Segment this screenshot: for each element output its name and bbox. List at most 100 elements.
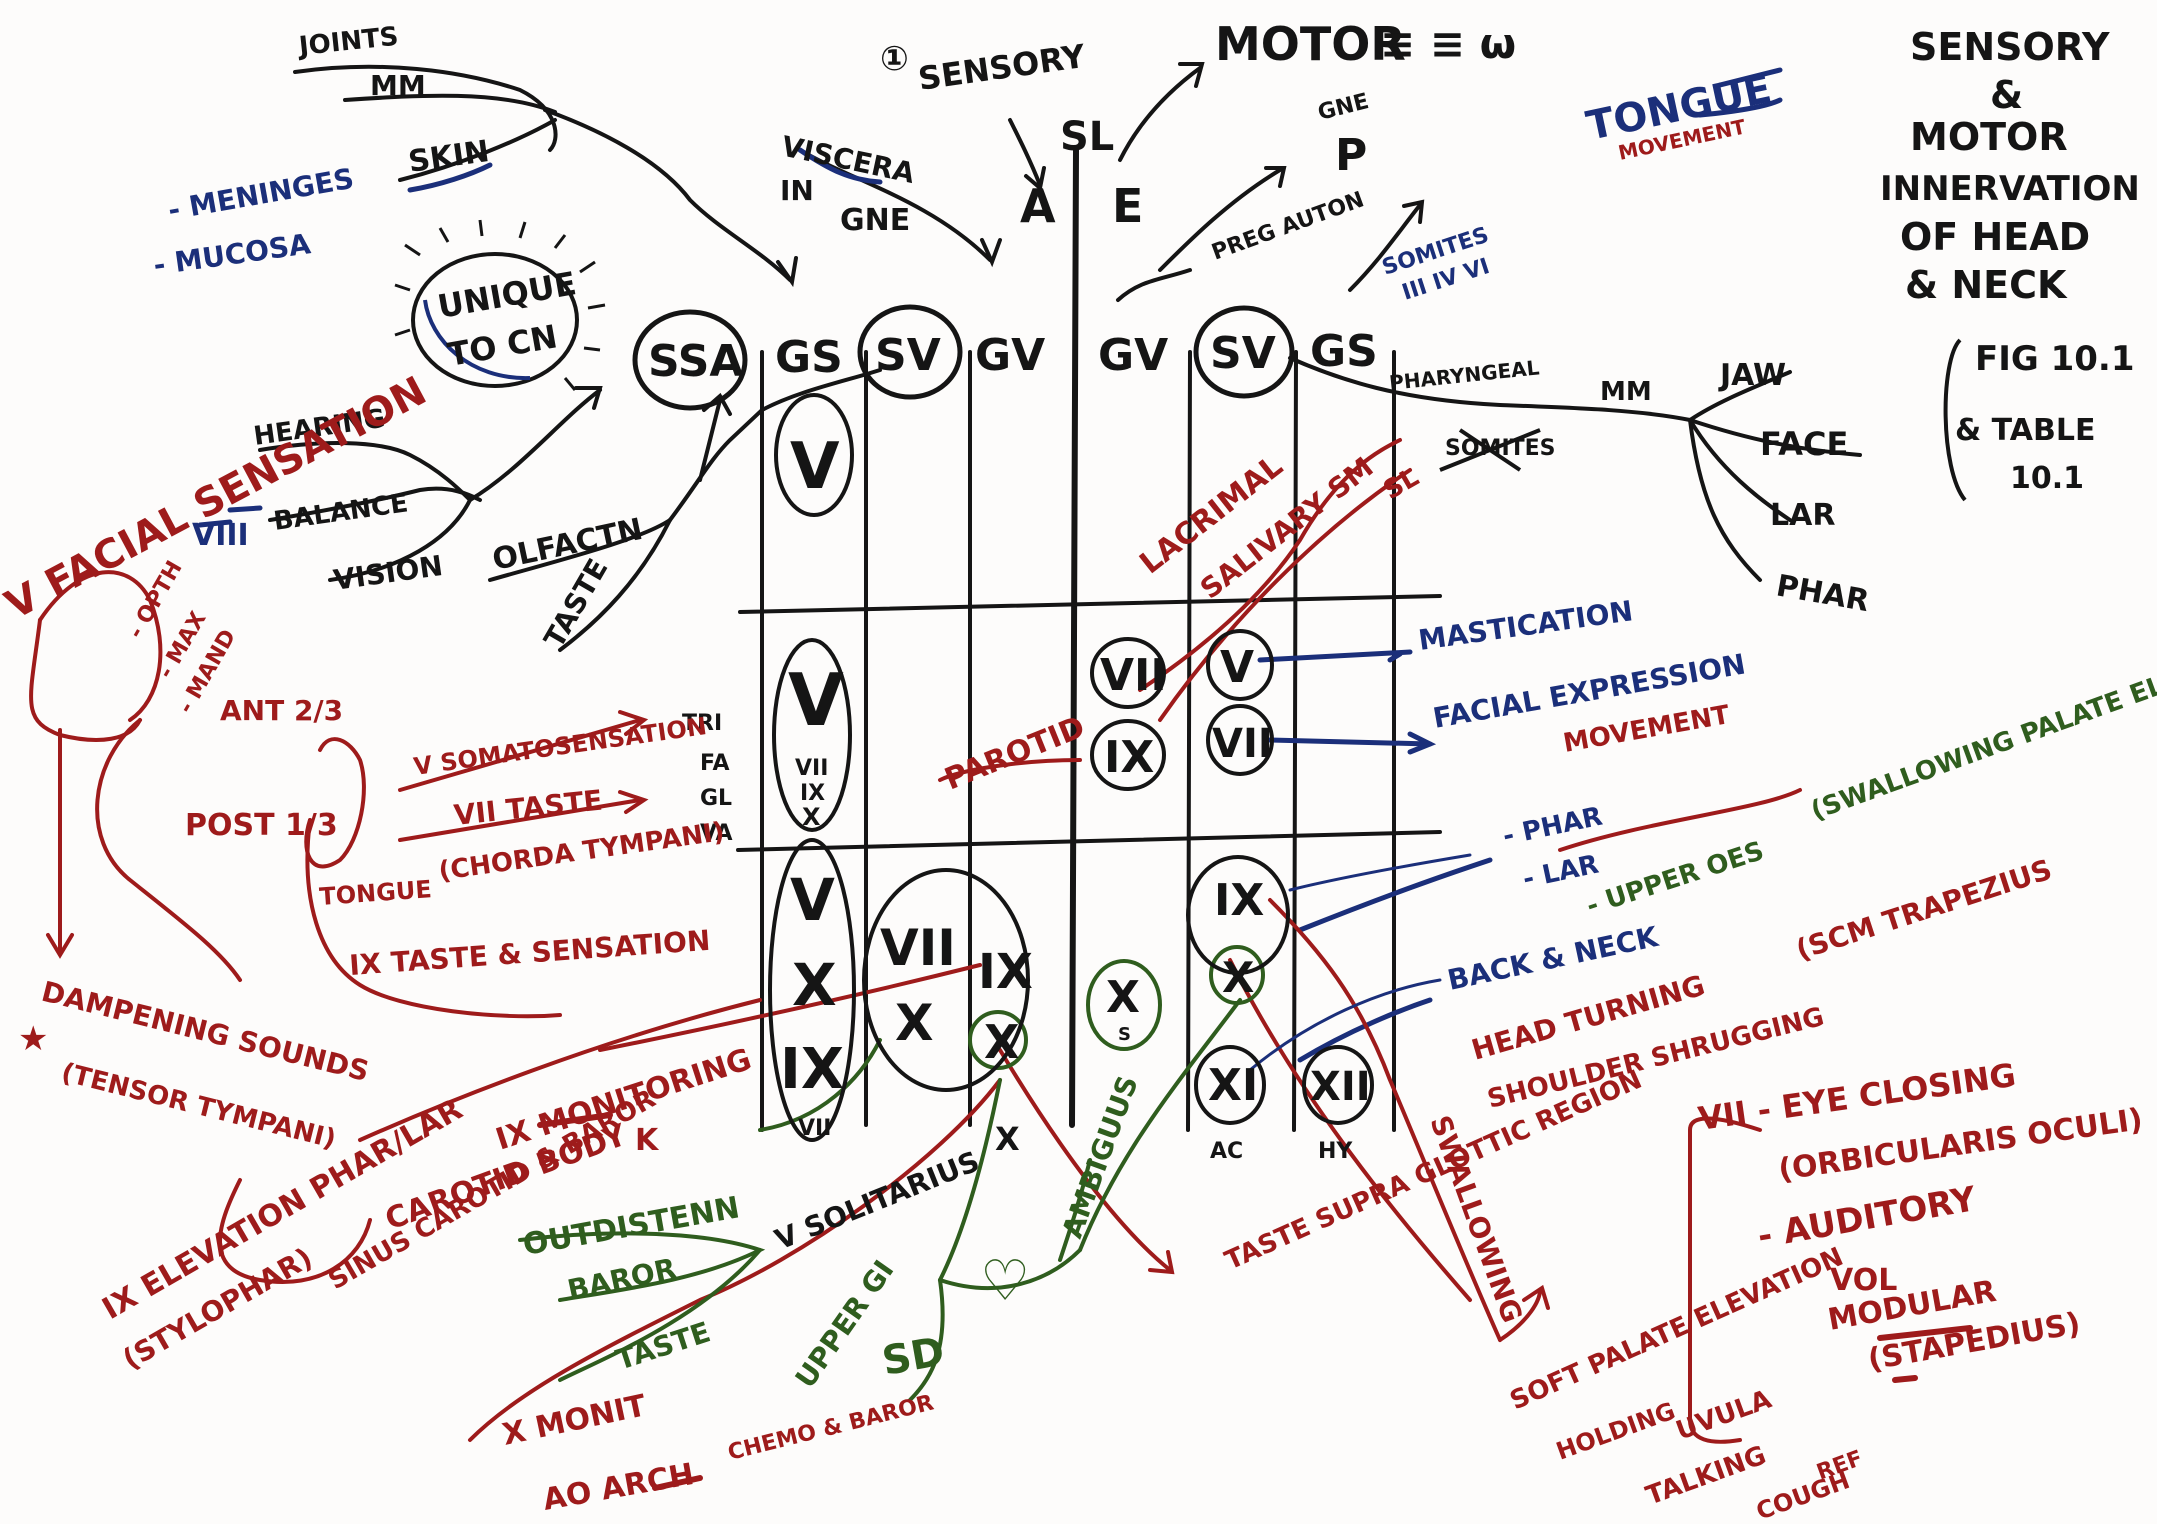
mm-label-left: MM <box>370 69 426 102</box>
gve-row2-vii: VII <box>1100 650 1167 701</box>
viii-label: VIII <box>192 518 249 553</box>
facial-movement-label: MOVEMENT <box>1561 700 1732 759</box>
side-label-gl: GL <box>700 786 732 811</box>
gs-row3-v: V <box>790 866 835 934</box>
side-label-tri: TRI <box>682 711 722 736</box>
vision-label: VISION <box>331 549 444 597</box>
gse-row3-xii: XII <box>1310 1064 1371 1110</box>
ref-line-3: 10.1 <box>2010 461 2084 496</box>
ref-line-1: FIG 10.1 <box>1975 339 2135 379</box>
column-header-circles <box>632 304 1295 411</box>
sv-left-header: SV <box>875 330 941 381</box>
gs-row2-x: X <box>802 803 821 831</box>
swallowing-green-label: (SWALLOWING PALATE ELEVATION) <box>1807 624 2157 827</box>
parotid-label: PAROTID <box>940 710 1090 798</box>
sve-row3-ix: IX <box>1214 875 1264 926</box>
gv-row3-ix: IX <box>978 944 1033 1000</box>
skin-label: SKIN <box>406 134 491 180</box>
taste-bottom-label: TASTE <box>612 1315 714 1376</box>
vol-label: VOL <box>1830 1263 1897 1298</box>
motor-heading: MOTOR <box>1215 17 1406 71</box>
blue-connectors <box>1248 853 1472 1072</box>
header-arrows <box>543 62 1425 302</box>
gs-row2-vii: VII <box>795 756 828 781</box>
preg-auton-label: PREG AUTON <box>1209 187 1368 265</box>
sv-row3-vii: VII <box>880 919 956 977</box>
phar-label: PHAR <box>1774 568 1872 619</box>
title-line-2: & <box>1990 73 2023 117</box>
motor-symbol: ≡ ≡ ω <box>1380 19 1516 68</box>
circled-one: ① <box>880 39 909 79</box>
title-block: SENSORY & MOTOR INNERVATION OF HEAD & NE… <box>1880 25 2140 502</box>
lar-label-blue: - LAR <box>1520 850 1601 895</box>
x-bottom-label: X <box>995 1120 1020 1158</box>
meninges-label: - MENINGES <box>165 162 356 227</box>
pharyngeal-label: PHARYNGEAL <box>1388 355 1541 395</box>
gne-label-left: GNE <box>840 203 910 238</box>
ant-2-3-label: ANT 2/3 <box>220 694 343 727</box>
title-line-6: & NECK <box>1905 263 2068 307</box>
face-label: FACE <box>1760 425 1848 463</box>
red-lines <box>29 438 1802 1444</box>
sensory-heading: SENSORY <box>916 37 1088 98</box>
e-label: E <box>1112 179 1143 233</box>
vii-taste-label: VII TASTE <box>452 784 604 832</box>
gs-row1-v: V <box>790 430 840 504</box>
gs-row3-vii-small: VII <box>798 1116 831 1141</box>
title-line-5: OF HEAD <box>1900 215 2090 259</box>
chemo-baror-label: CHEMO & BAROR <box>725 1390 936 1465</box>
gs-left-header: GS <box>775 332 843 383</box>
red-marks <box>537 1112 1973 1491</box>
gv-row3-x: X <box>984 1015 1019 1069</box>
gv-right-header: GV <box>1098 330 1168 381</box>
ssa-header: SSA <box>648 336 743 387</box>
side-label-fa: FA <box>700 751 730 776</box>
tongue-v-label: V SOMATOSENSATION <box>412 712 709 781</box>
solitarius-label: V SOLITARIUS <box>770 1145 984 1257</box>
heart-mark: ♡ <box>980 1249 1030 1314</box>
unique-sun <box>394 219 606 391</box>
sd-label: SD <box>879 1329 948 1385</box>
gs-right-header: GS <box>1310 326 1378 377</box>
auditory-label: - AUDITORY <box>1755 1179 1980 1257</box>
mm-label-right: MM <box>1600 377 1652 407</box>
title-line-1: SENSORY <box>1910 25 2110 69</box>
grid-lines <box>736 147 1442 1132</box>
mucosa-label: - MUCOSA <box>151 227 313 282</box>
grid-circles <box>768 393 1374 1142</box>
star-mark: ★ <box>18 1019 48 1059</box>
gs-row3-ix: IX <box>780 1037 844 1102</box>
sv-right-header: SV <box>1210 328 1276 379</box>
somites-crossed: SOMITES <box>1445 436 1556 461</box>
lar-label: LAR <box>1770 498 1835 533</box>
holding-label: HOLDING <box>1552 1397 1678 1466</box>
soft-palate-label: SOFT PALATE ELEVATION <box>1506 1242 1848 1416</box>
ix-taste-label: IX TASTE & SENSATION <box>348 924 711 982</box>
ao-arch-label: AO ARCH <box>540 1457 696 1518</box>
branch-lines <box>258 64 1862 652</box>
uvula-label: UVULA <box>1672 1385 1775 1447</box>
k-label: K <box>635 1123 660 1158</box>
gve-row2-ix: IX <box>1104 732 1154 783</box>
jaw-label: JAW <box>1718 358 1786 393</box>
gve-row3-x: X <box>1106 972 1140 1023</box>
gv-left-header: GV <box>975 330 1045 381</box>
upper-oes-label: - UPPER OES <box>1583 836 1768 922</box>
ref-line-2: & TABLE <box>1955 413 2095 448</box>
outdisten-label: OUTDISTENN <box>520 1190 742 1263</box>
title-line-4: INNERVATION <box>1880 169 2140 209</box>
gve-row3-s: S <box>1118 1024 1131 1045</box>
sve-row2-vii: VII <box>1212 721 1273 767</box>
taste-supraglottic-label: TASTE SUPRA GLOTTIC REGION <box>1221 1065 1647 1277</box>
tensor-label: (TENSOR TYMPANI) <box>58 1058 338 1155</box>
blue-marks <box>197 67 1783 1063</box>
gs-row2-ix: IX <box>800 781 825 806</box>
sv-row3-x: X <box>895 994 934 1052</box>
post-1-3-label: POST 1/3 <box>185 808 338 843</box>
sl-label: SL <box>1060 114 1114 160</box>
to-cn-label: TO CN <box>445 317 560 374</box>
tongue-red-label: TONGUE <box>318 875 432 911</box>
a-label: A <box>1020 179 1056 233</box>
